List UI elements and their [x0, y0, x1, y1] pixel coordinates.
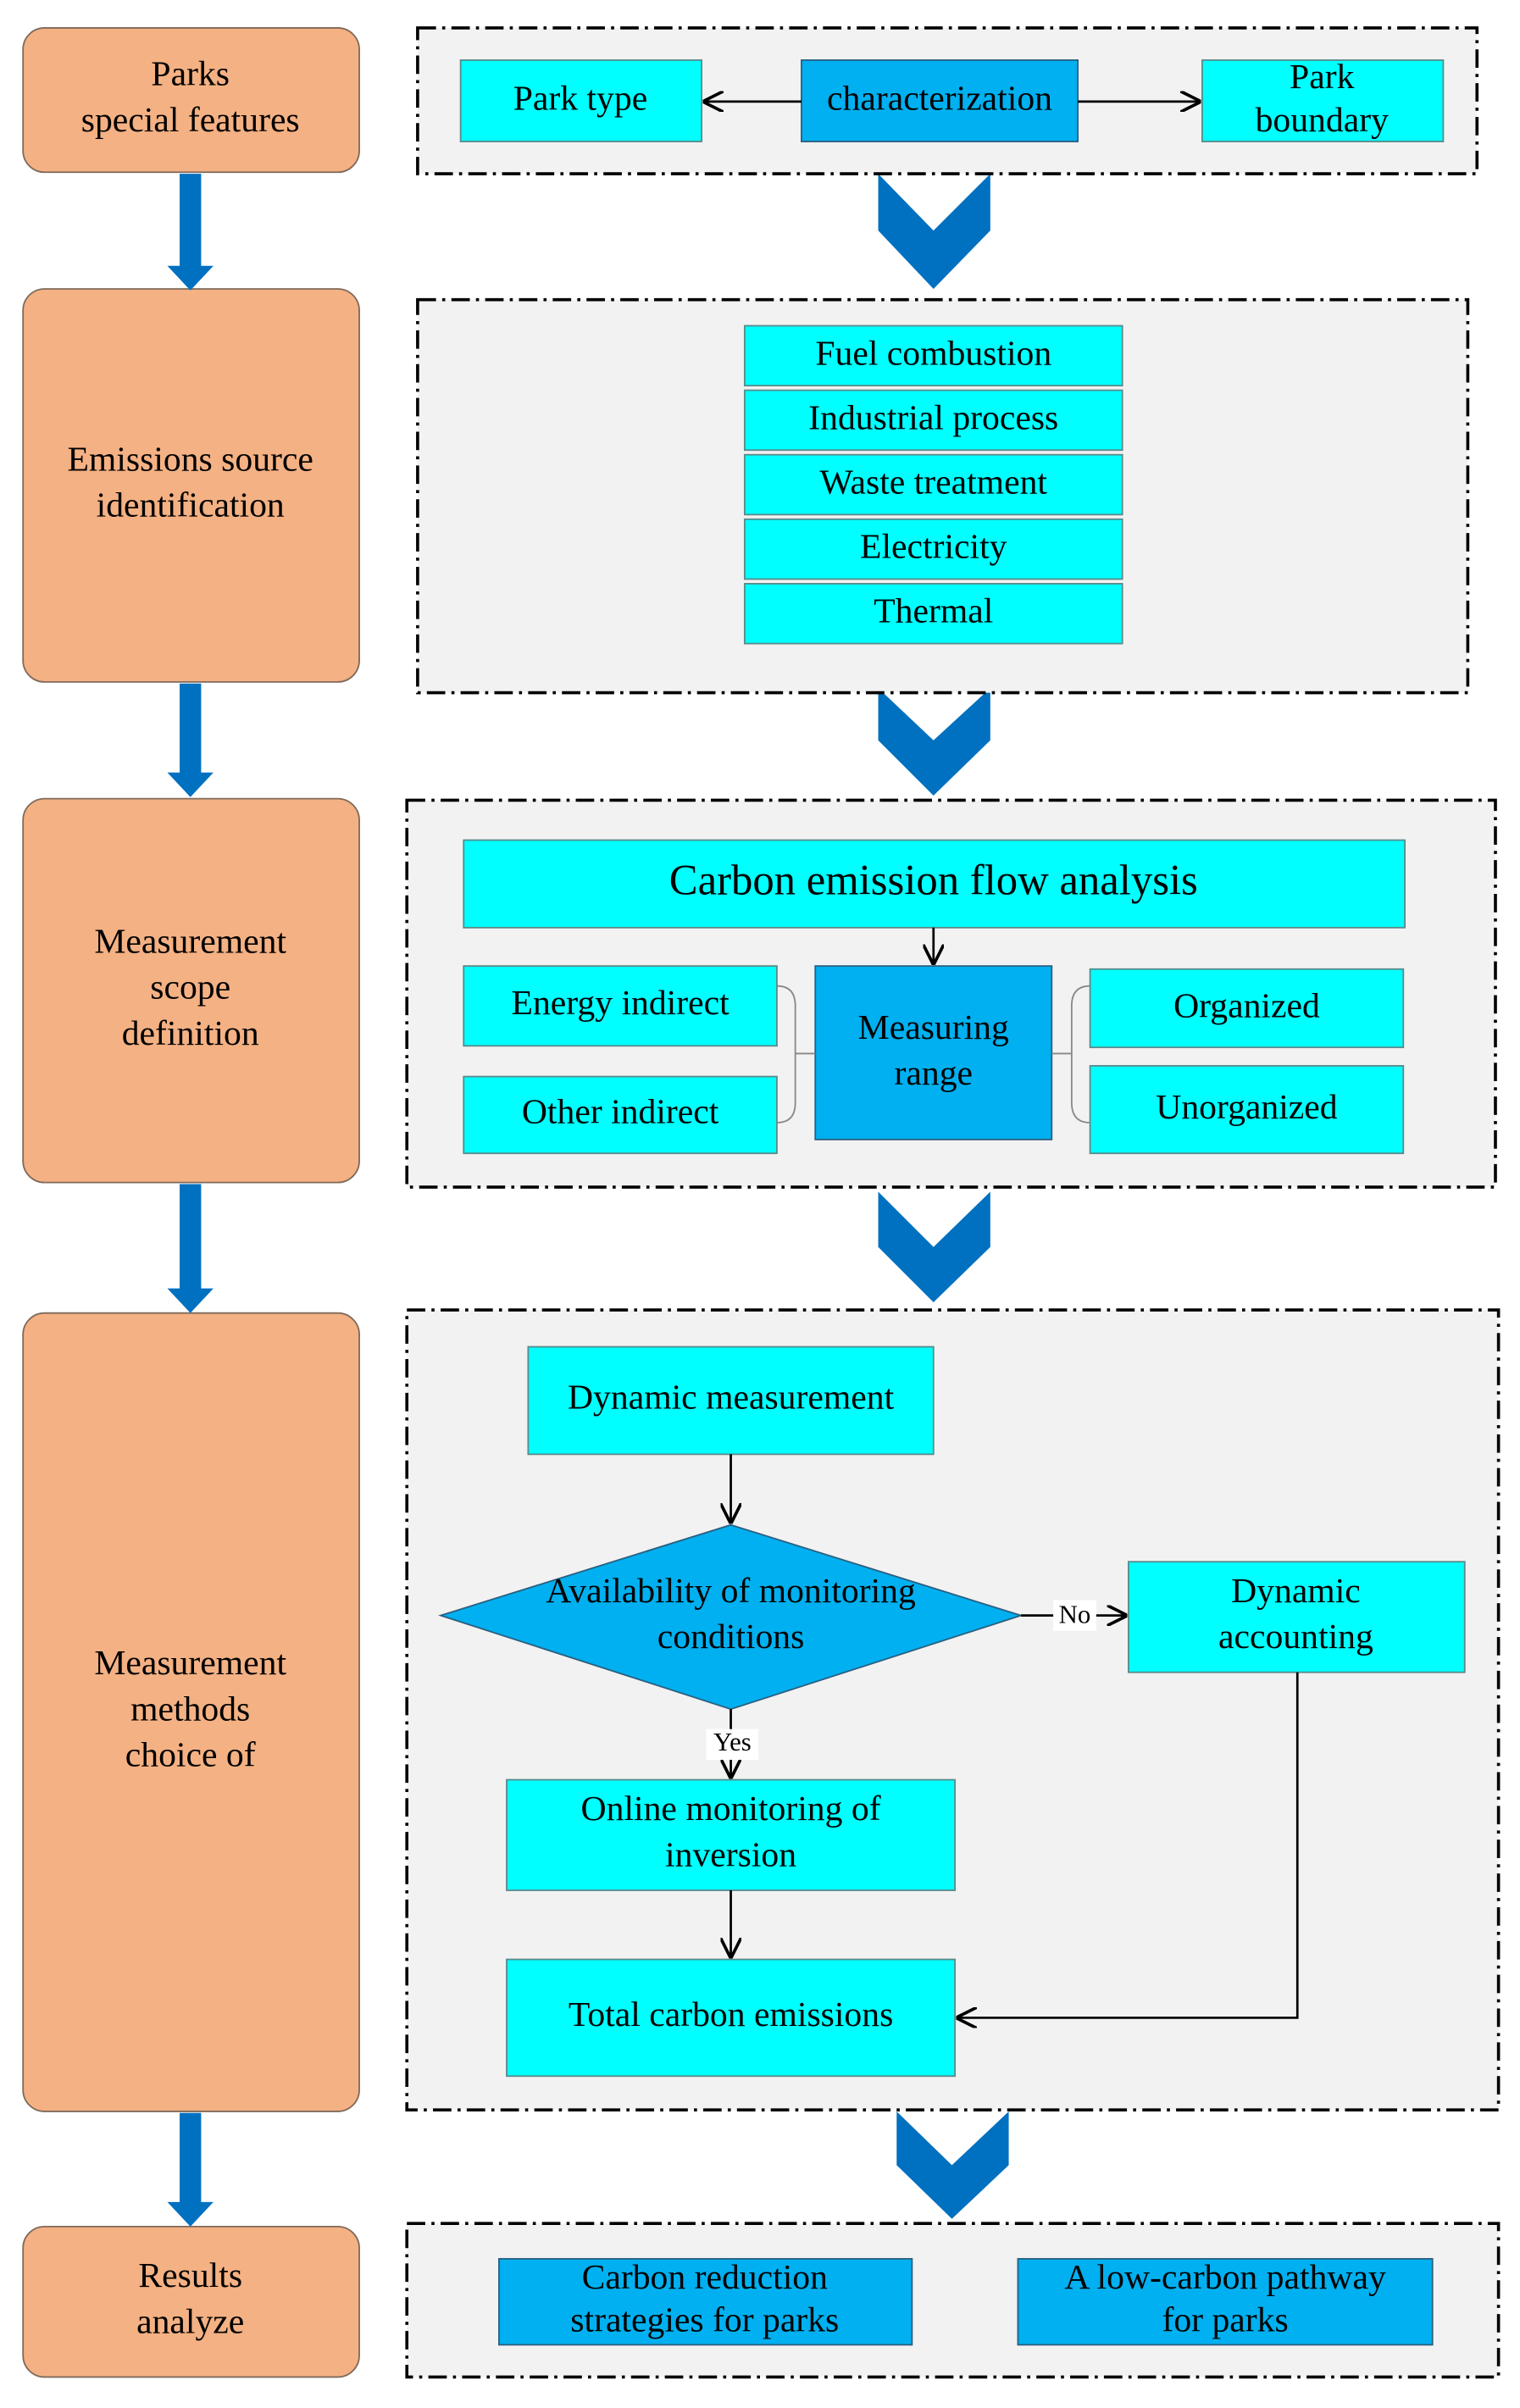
stage-label: analyze: [136, 2302, 244, 2341]
stage-label: definition: [122, 1014, 259, 1053]
source-label: Electricity: [860, 528, 1007, 567]
stage-label: scope: [150, 968, 230, 1007]
source-label: Thermal: [874, 592, 993, 631]
stage-label: identification: [97, 486, 285, 525]
down-arrow-icon: [167, 683, 214, 797]
box-online-monitoring: [506, 1778, 957, 1891]
box-park-type: [459, 59, 703, 142]
panel-results: Carbon reduction strategies for parks A …: [405, 2222, 1501, 2379]
decision-label: Availability of monitoring: [546, 1572, 916, 1611]
chevron-down-icon: [896, 2111, 1009, 2219]
stage-parks-features: Parks special features: [22, 27, 360, 174]
unorganized-label: Unorganized: [1156, 1088, 1338, 1127]
box-total-emissions: [506, 1958, 957, 2078]
park-boundary-label: boundary: [1256, 101, 1390, 140]
measuring-range-label: Measuring: [858, 1008, 1009, 1047]
source-box: [743, 518, 1123, 580]
organized-label: Organized: [1173, 986, 1320, 1025]
characterization-label: characterization: [827, 79, 1052, 118]
panel-emission-sources: Fuel combustion Industrial process Waste…: [416, 297, 1470, 695]
down-arrow-icon: [167, 1184, 214, 1313]
box-organized: [1089, 968, 1405, 1049]
stage-label: choice of: [125, 1736, 256, 1775]
panel-measurement-methods: Dynamic measurement Availability of moni…: [405, 1308, 1501, 2111]
stage-label: special features: [81, 101, 300, 140]
energy-indirect-label: Energy indirect: [512, 984, 730, 1023]
dynamic-accounting-label: Dynamic: [1231, 1572, 1361, 1611]
source-label: Waste treatment: [820, 463, 1048, 502]
source-label: Industrial process: [808, 398, 1058, 437]
dynamic-measurement-label: Dynamic measurement: [568, 1379, 895, 1418]
source-box: [743, 325, 1123, 387]
source-box: [743, 453, 1123, 516]
stage-label: Measurement: [94, 922, 286, 961]
online-monitoring-label: inversion: [665, 1836, 796, 1875]
strategies-label: strategies for parks: [570, 2301, 839, 2340]
box-unorganized: [1089, 1065, 1405, 1155]
box-characterization: [801, 59, 1079, 142]
box-dynamic-measurement: [527, 1345, 935, 1456]
source-box: [743, 582, 1123, 645]
stage-measurement-methods: Measurement methods choice of: [22, 1312, 360, 2112]
park-boundary-label: Park: [1290, 58, 1355, 97]
box-other-indirect: [463, 1075, 778, 1155]
arrow-accounting-to-total: [958, 1672, 1299, 2018]
chevron-down-icon: [878, 1191, 990, 1302]
source-box: [743, 389, 1123, 452]
down-arrow-icon: [167, 174, 214, 291]
box-carbon-flow: [463, 839, 1406, 929]
stage-results: Results analyze: [22, 2225, 360, 2378]
online-monitoring-label: Online monitoring of: [581, 1789, 881, 1828]
yes-label: Yes: [713, 1728, 752, 1756]
measuring-range-label: range: [895, 1054, 974, 1093]
down-arrow-icon: [167, 2112, 214, 2227]
dynamic-accounting-label: accounting: [1218, 1617, 1373, 1656]
box-reduction-strategies: [498, 2258, 913, 2346]
box-measuring-range: [814, 965, 1053, 1140]
park-type-label: Park type: [513, 79, 648, 118]
pathway-label: for parks: [1162, 2301, 1288, 2340]
chevron-down-icon: [878, 688, 990, 796]
no-label: No: [1059, 1601, 1091, 1629]
panel-measurement-scope: Carbon emission flow analysis Energy ind…: [405, 798, 1497, 1189]
box-low-carbon-pathway: [1017, 2258, 1434, 2346]
chevron-down-icon: [878, 174, 990, 289]
stage-label: methods: [130, 1689, 250, 1728]
panel-park-features: Park type characterization Park boundary: [416, 26, 1479, 175]
stage-label: Results: [138, 2256, 242, 2295]
strategies-label: Carbon reduction: [582, 2258, 829, 2297]
stage-label: Emissions source: [67, 440, 313, 479]
bracket-left: [776, 985, 816, 1124]
decision-label: conditions: [657, 1617, 805, 1656]
box-park-boundary: [1201, 59, 1445, 142]
stage-emissions-source: Emissions source identification: [22, 288, 360, 683]
box-energy-indirect: [463, 965, 778, 1047]
total-emissions-label: Total carbon emissions: [569, 1995, 893, 2034]
stage-measurement-scope: Measurement scope definition: [22, 797, 360, 1184]
other-indirect-label: Other indirect: [522, 1092, 719, 1131]
source-label: Fuel combustion: [815, 334, 1051, 373]
bracket-right: [1051, 985, 1090, 1124]
stage-label: Measurement: [94, 1644, 286, 1683]
carbon-flow-label: Carbon emission flow analysis: [669, 857, 1198, 904]
stage-label: Parks: [151, 54, 230, 93]
pathway-label: A low-carbon pathway: [1064, 2258, 1386, 2297]
